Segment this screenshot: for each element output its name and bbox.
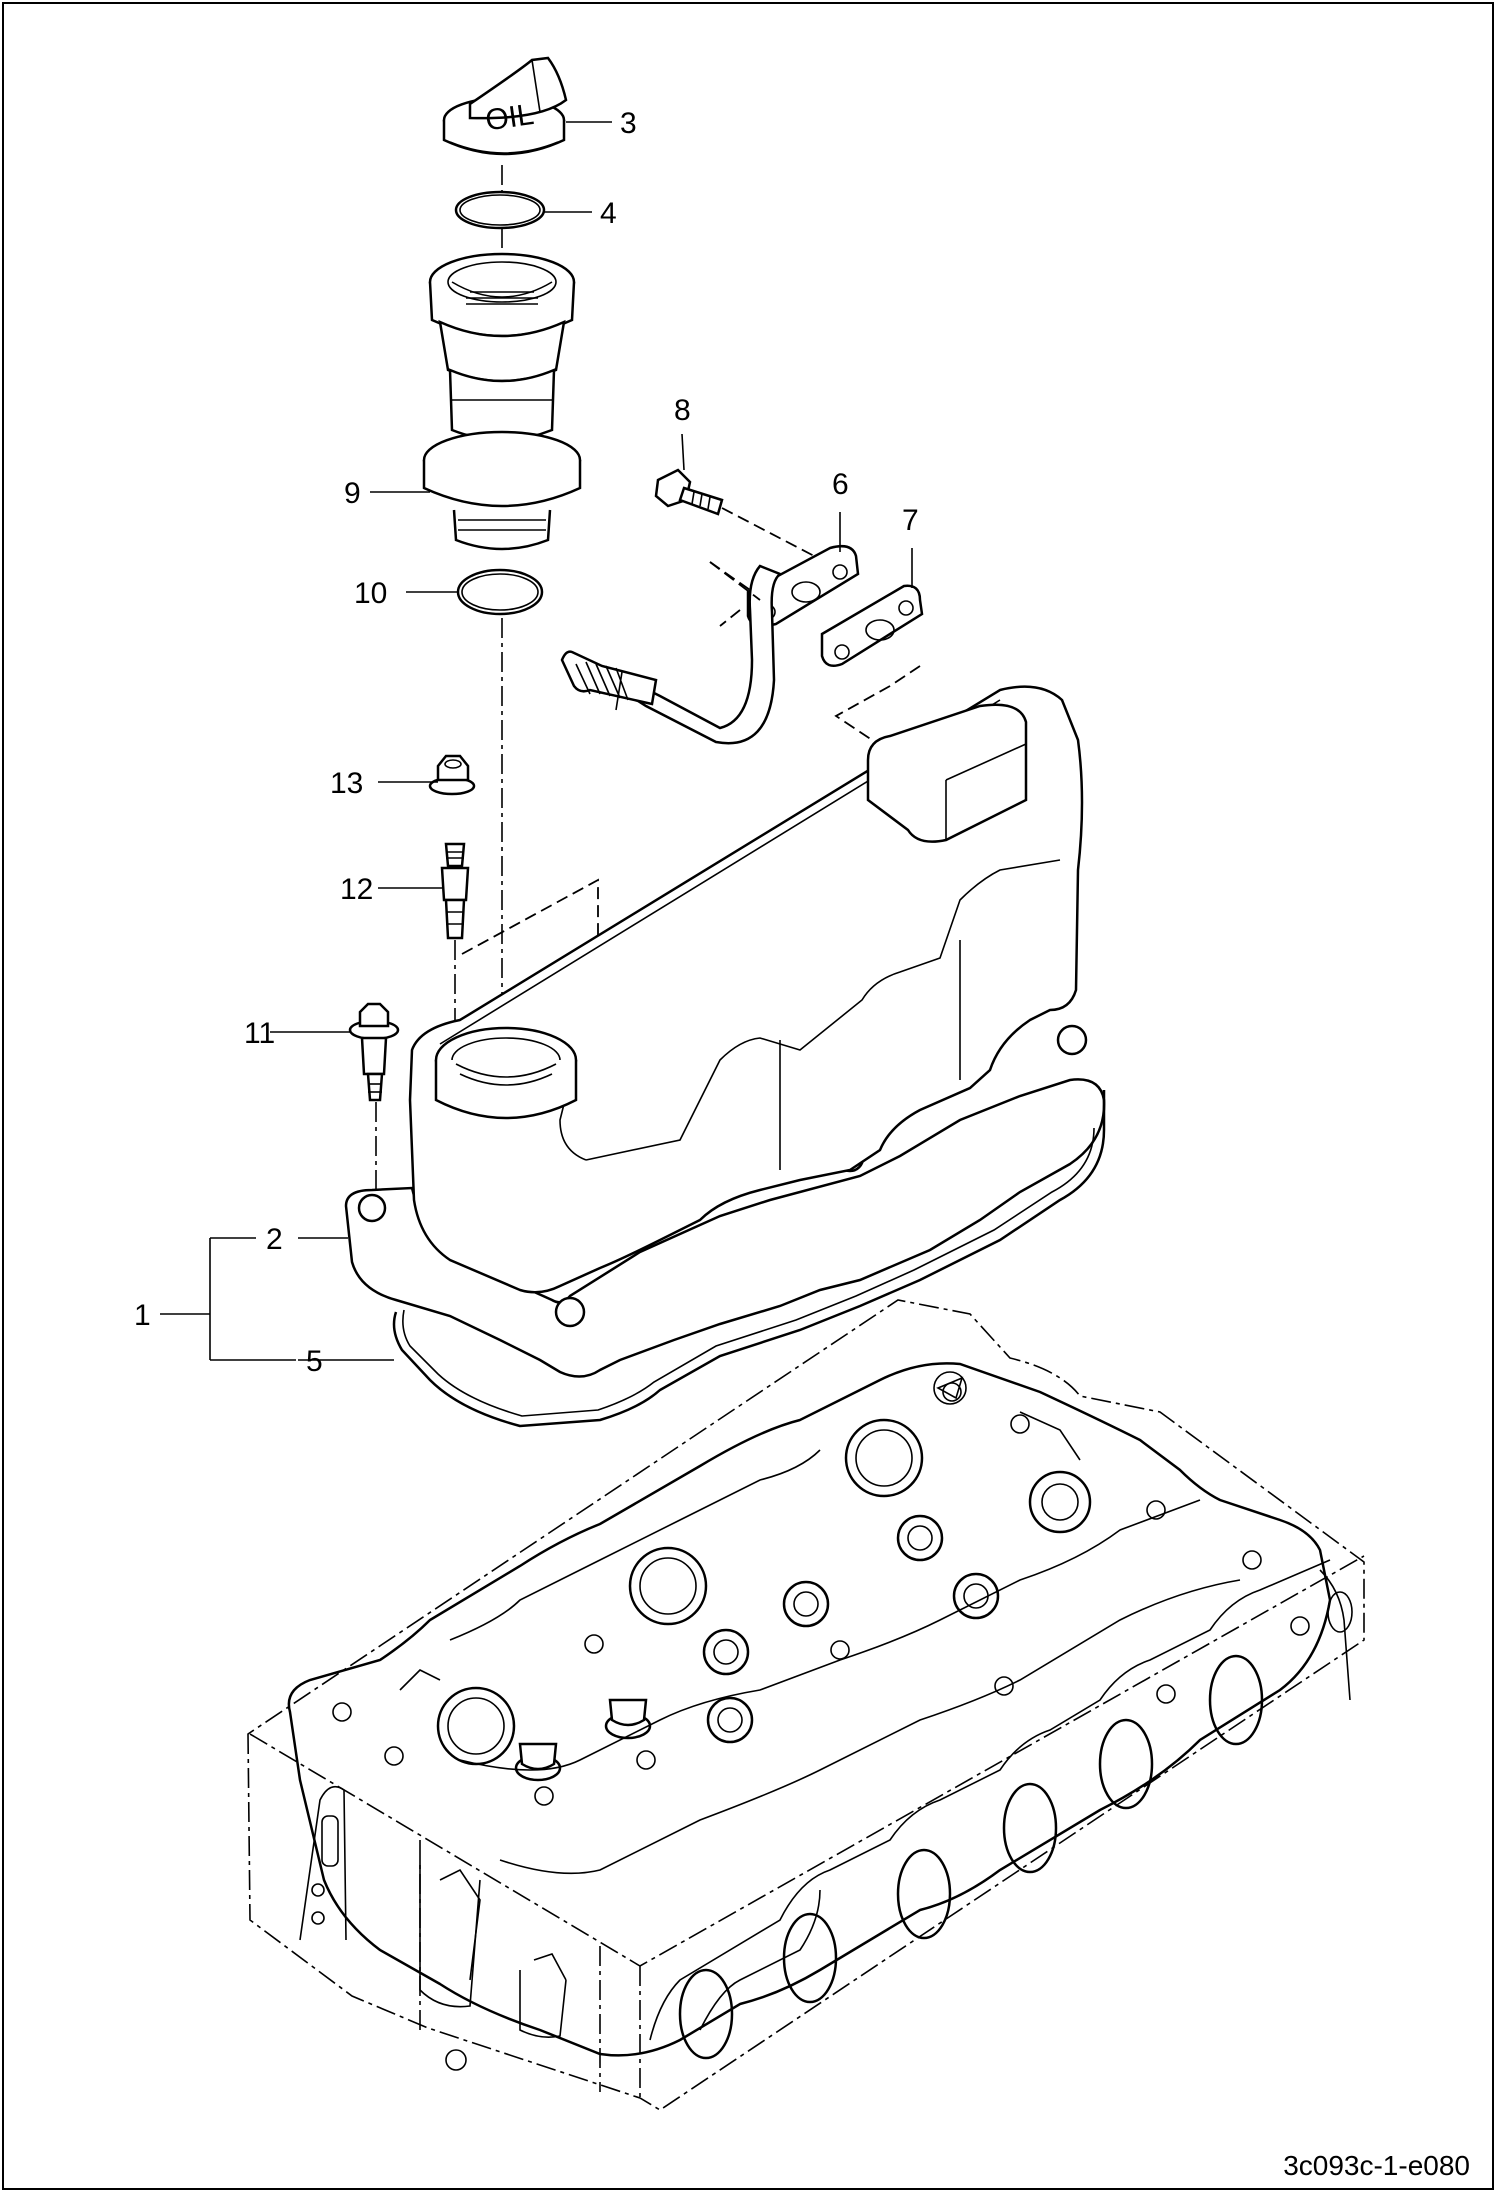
- drawing-id: 3c093c-1-e080: [1283, 2150, 1470, 2181]
- callout-5: 5: [306, 1345, 323, 1378]
- cap-oil-text: OIL: [483, 98, 535, 137]
- callout-8: 8: [674, 394, 691, 427]
- cover-bolt: [348, 1002, 400, 1102]
- o-ring-upper: [454, 190, 546, 230]
- cylinder-head: [247, 1299, 1365, 2111]
- callout-leaders: [160, 121, 913, 1361]
- flange-nut: [428, 754, 476, 796]
- callout-7: 7: [902, 504, 919, 537]
- callout-13: 13: [330, 767, 363, 800]
- cover-gasket: [392, 1090, 1106, 1428]
- oil-filler-cap: OIL: [442, 56, 568, 156]
- callout-1: 1: [134, 1299, 151, 1332]
- o-ring-lower: [456, 568, 544, 616]
- breather-gasket: [820, 584, 924, 667]
- oil-filler-neck: [422, 252, 582, 551]
- callout-12: 12: [340, 873, 373, 906]
- callout-11: 11: [244, 1017, 275, 1050]
- breather-pipe: [560, 545, 860, 745]
- callout-4: 4: [600, 197, 617, 230]
- breather-bolt: [654, 468, 724, 516]
- cylinder-head-cover: [344, 685, 1106, 1378]
- callout-3: 3: [620, 107, 637, 140]
- stud: [440, 842, 470, 940]
- callout-2: 2: [266, 1223, 283, 1256]
- callout-10: 10: [354, 577, 387, 610]
- callout-6: 6: [832, 468, 849, 501]
- callout-9: 9: [344, 477, 361, 510]
